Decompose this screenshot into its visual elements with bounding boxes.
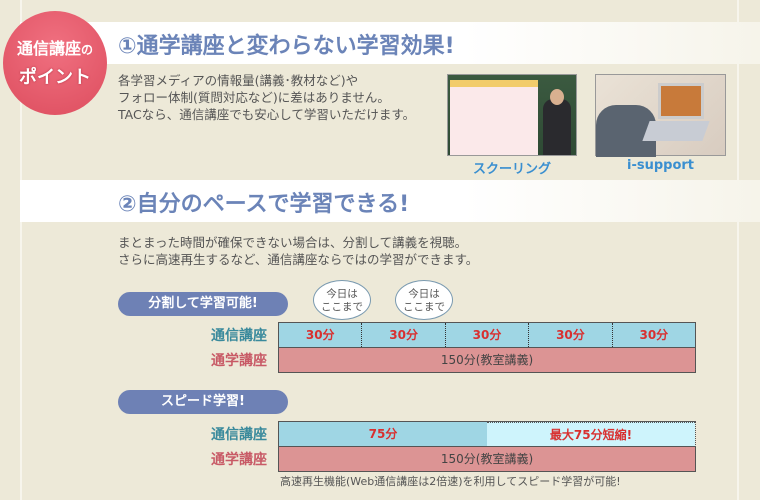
segment: 30分: [362, 323, 446, 347]
i-support-photo: [595, 74, 726, 157]
text-line: 各学習メディアの情報量(講義･教材など)や: [118, 73, 359, 88]
badge-suffix: の: [81, 43, 94, 57]
section1-title: ①通学講座と変わらない学習効果!: [118, 34, 455, 59]
badge-line1: 通信講座: [16, 39, 81, 58]
schooling-photo: [447, 74, 577, 156]
correspondence-speed-bar: 75分 最大75分短縮!: [278, 421, 696, 447]
segment: 30分: [612, 323, 696, 347]
speech-bubble: 今日は ここまで: [313, 280, 371, 320]
saved-time: 最大75分短縮!: [487, 422, 695, 446]
segment: 30分: [529, 323, 613, 347]
segment: 30分: [445, 323, 530, 347]
section2-text: まとまった時間が確保できない場合は、分割して講義を視聴。 さらに高速再生するなど…: [118, 234, 478, 268]
text-line: TACなら、通信講座でも安心して学習いただけます。: [118, 107, 416, 122]
divider: [20, 0, 22, 500]
classroom-bar: 150分(教室講義): [278, 446, 696, 472]
classroom-label: 通学講座: [211, 452, 267, 468]
correspondence-split-bar: 30分 30分 30分 30分 30分: [278, 322, 696, 348]
speech-bubble: 今日は ここまで: [395, 280, 453, 320]
schooling-caption: スクーリング: [472, 162, 551, 177]
correspondence-label: 通信講座: [211, 328, 267, 344]
segment: 30分: [279, 323, 363, 347]
speed-learning-label: スピード学習!: [118, 390, 288, 414]
classroom-label: 通学講座: [211, 353, 267, 369]
text-line: まとまった時間が確保できない場合は、分割して講義を視聴。: [118, 235, 468, 250]
classroom-bar: 150分(教室講義): [278, 347, 696, 373]
classroom-value: 150分(教室講義): [279, 447, 695, 471]
classroom-value: 150分(教室講義): [279, 348, 695, 372]
point-badge: 通信講座の ポイント: [3, 11, 107, 115]
text-line: フォロー体制(質問対応など)に差はありません。: [118, 90, 390, 105]
badge-line2: ポイント: [19, 67, 91, 88]
section1-header: ①通学講座と変わらない学習効果!: [20, 22, 760, 64]
text-line: さらに高速再生するなど、通信講座ならではの学習ができます。: [118, 252, 479, 267]
section2-header: ②自分のペースで学習できる!: [20, 180, 760, 222]
correspondence-label: 通信講座: [211, 427, 267, 443]
section1-text: 各学習メディアの情報量(講義･教材など)や フォロー体制(質問対応など)に差はあ…: [118, 72, 415, 123]
split-learning-label: 分割して学習可能!: [118, 292, 288, 316]
speed-note: 高速再生機能(Web通信講座は2倍速)を利用してスピード学習が可能!: [280, 475, 621, 488]
speed-value: 75分: [279, 422, 487, 446]
divider: [737, 0, 739, 500]
i-support-caption: i-support: [626, 158, 694, 173]
section2-title: ②自分のペースで学習できる!: [118, 192, 410, 217]
